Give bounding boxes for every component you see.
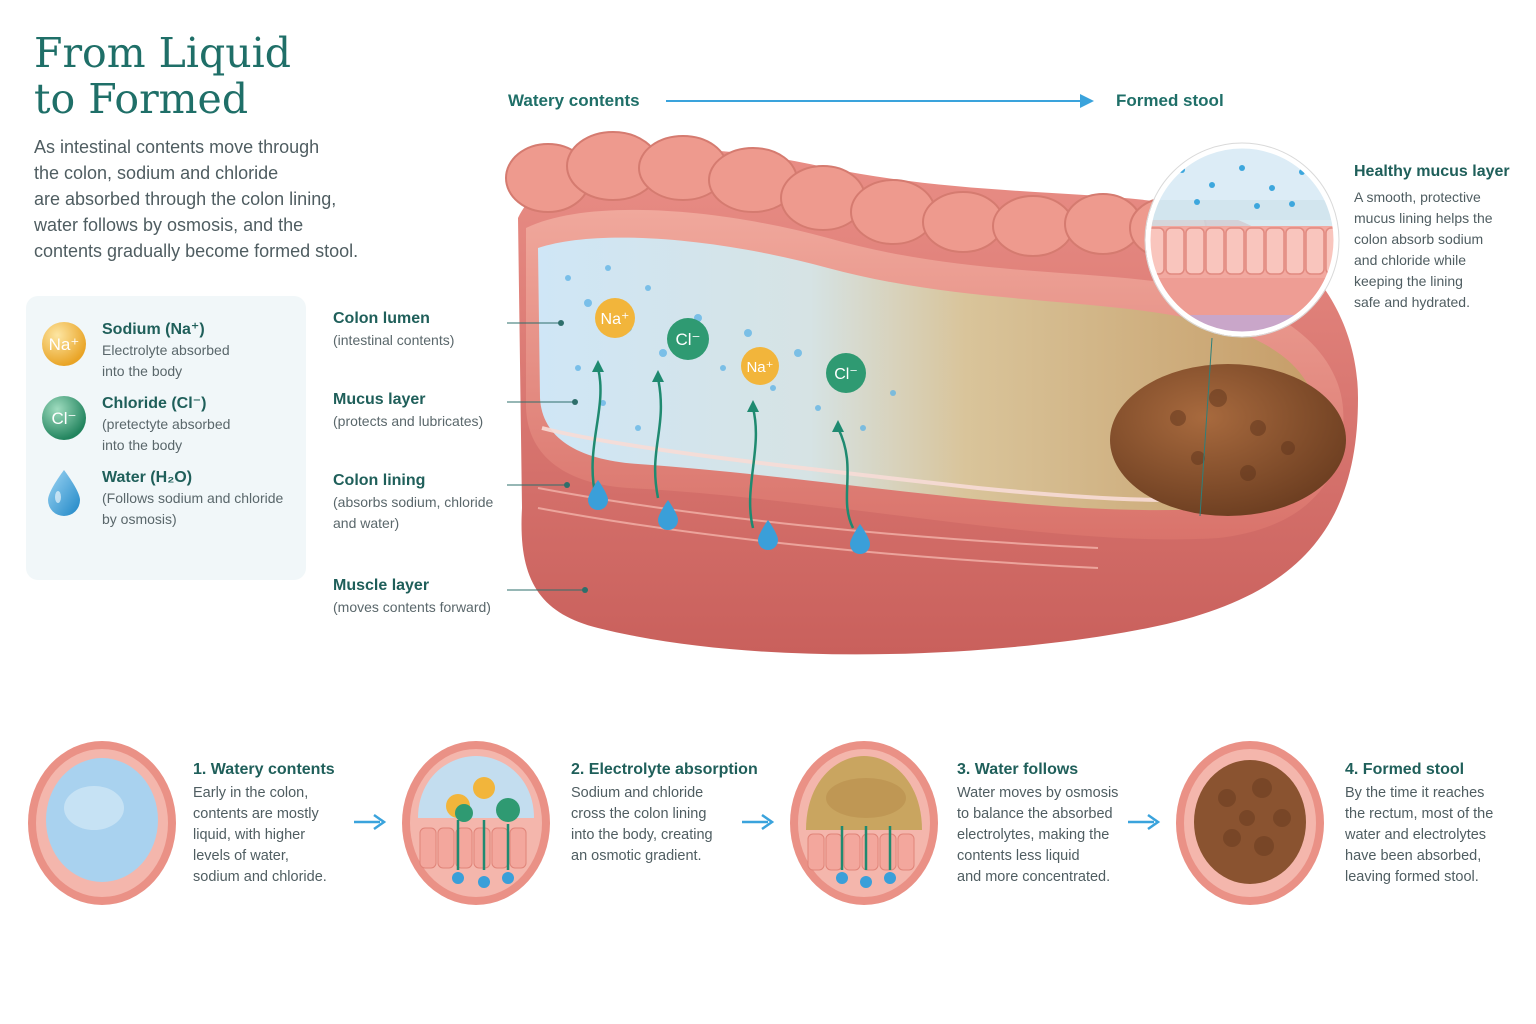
legend-desc: by osmosis) [102, 511, 177, 527]
inset-caption: Healthy mucus layer A smooth, protective… [1354, 163, 1524, 313]
intro-line: contents gradually become formed stool. [34, 241, 359, 261]
inset-pointer-line [1199, 337, 1213, 517]
legend-desc: (pretectyte absorbed [102, 416, 231, 432]
step-3-text: 3. Water follows Water moves by osmosis … [957, 761, 1127, 888]
mucus-layer-inset [1144, 142, 1340, 338]
step-desc: water and electrolytes [1345, 827, 1487, 843]
part-desc: and water) [333, 515, 400, 531]
step-desc: an osmotic gradient. [571, 848, 702, 864]
legend-desc: (Follows sodium and chloride [102, 490, 284, 506]
step-title: 1. Watery contents [193, 761, 335, 778]
step-desc: Sodium and chloride [571, 785, 704, 801]
step-desc: into the body, creating [571, 827, 713, 843]
chloride-symbol: Cl⁻ [51, 409, 76, 428]
absorption-arrows [591, 367, 855, 529]
title-line-1: From Liquid [34, 29, 291, 77]
step-title: 2. Electrolyte absorption [571, 761, 758, 778]
label-mucus-layer: Mucus layer (protects and lubricates) [333, 389, 513, 432]
step-desc: By the time it reaches [1345, 785, 1485, 801]
chloride-ion-label: Cl⁻ [675, 330, 700, 349]
sodium-symbol: Na⁺ [49, 335, 80, 354]
step-desc: levels of water, [193, 848, 289, 864]
intro-line: the colon, sodium and chloride [34, 163, 279, 183]
chloride-ion-1: Cl⁻ [667, 318, 709, 360]
sodium-ion-2: Na⁺ [741, 347, 779, 385]
part-desc: (protects and lubricates) [333, 413, 484, 429]
step-arrow-icon [742, 813, 775, 831]
sodium-ion-1: Na⁺ [595, 298, 635, 338]
step-title: 3. Water follows [957, 761, 1079, 778]
intro-paragraph: As intestinal contents move through the … [34, 134, 384, 264]
step-desc: Water moves by osmosis [957, 785, 1119, 801]
step-desc: electrolytes, making the [957, 827, 1110, 843]
part-name: Muscle layer [333, 577, 430, 594]
intro-line: As intestinal contents move through [34, 137, 320, 157]
step-desc: liquid, with higher [193, 827, 306, 843]
step-desc: contents less liquid [957, 848, 1080, 864]
part-name: Colon lining [333, 472, 426, 489]
label-colon-lining: Colon lining (absorbs sodium, chloride a… [333, 470, 513, 534]
legend-panel: Na⁺ Sodium (Na⁺) Electrolyte absorbed in… [26, 296, 306, 580]
inset-line: colon absorb sodium [1354, 231, 1484, 247]
step-title: 4. Formed stool [1345, 761, 1465, 778]
chloride-ion-label: Cl⁻ [834, 366, 858, 383]
part-desc: (intestinal contents) [333, 332, 455, 348]
label-colon-lumen: Colon lumen (intestinal contents) [333, 308, 513, 351]
step-desc: Early in the colon, [193, 785, 309, 801]
step-desc: sodium and chloride. [193, 869, 327, 885]
intro-line: water follows by osmosis, and the [34, 215, 304, 235]
step-desc: contents are mostly [193, 806, 319, 822]
legend-name: Sodium (Na⁺) [102, 321, 205, 338]
title-line-2: to Formed [34, 75, 249, 123]
step-desc: to balance the absorbed [957, 806, 1113, 822]
step-1-text: 1. Watery contents Early in the colon, c… [193, 761, 363, 888]
step-desc: cross the colon lining [571, 806, 707, 822]
label-leader-lines [507, 320, 588, 593]
sodium-ion-icon: Na⁺ [42, 322, 86, 366]
sodium-ion-label: Na⁺ [746, 359, 773, 376]
flow-arrow [666, 94, 1094, 108]
chloride-ion-icon: Cl⁻ [42, 396, 86, 440]
step-2-illustration [402, 741, 550, 905]
part-name: Colon lumen [333, 310, 430, 327]
legend-desc: into the body [102, 363, 183, 379]
legend-desc: into the body [102, 437, 183, 453]
step-desc: leaving formed stool. [1345, 869, 1479, 885]
intro-line: are absorbed through the colon lining, [34, 189, 337, 209]
flow-start-label: Watery contents [508, 91, 640, 110]
part-name: Mucus layer [333, 391, 426, 408]
chloride-ion-2: Cl⁻ [826, 353, 866, 393]
step-4-illustration [1176, 741, 1324, 905]
inset-line: keeping the lining [1354, 273, 1463, 289]
inset-title: Healthy mucus layer [1354, 163, 1510, 180]
legend-name: Water (H₂O) [102, 469, 193, 486]
inset-line: safe and hydrated. [1354, 294, 1470, 310]
inset-line: A smooth, protective [1354, 189, 1481, 205]
formed-stool [1110, 364, 1346, 516]
inset-line: and chloride while [1354, 252, 1467, 268]
step-desc: and more concentrated. [957, 869, 1111, 885]
legend-name: Chloride (Cl⁻) [102, 395, 207, 412]
inset-line: mucus lining helps the [1354, 210, 1493, 226]
colon-cross-section: Na⁺ Cl⁻ Na⁺ Cl⁻ [505, 131, 1358, 655]
legend-desc: Electrolyte absorbed [102, 342, 230, 358]
part-desc: (moves contents forward) [333, 599, 491, 615]
flow-end-label: Formed stool [1116, 91, 1224, 110]
absorbed-water-drops [588, 480, 870, 554]
step-1-illustration [28, 741, 176, 905]
page-title: From Liquid to Formed [34, 30, 454, 122]
label-muscle-layer: Muscle layer (moves contents forward) [333, 575, 513, 618]
step-arrow-icon [354, 813, 387, 831]
step-3-illustration [790, 741, 938, 905]
sodium-ion-label: Na⁺ [601, 311, 630, 328]
part-desc: (absorbs sodium, chloride [333, 494, 494, 510]
water-drop-icon [48, 470, 80, 516]
step-2-text: 2. Electrolyte absorption Sodium and chl… [571, 761, 758, 867]
step-desc: the rectum, most of the [1345, 806, 1494, 822]
step-arrow-icon [1128, 813, 1161, 831]
step-desc: have been absorbed, [1345, 848, 1482, 864]
step-4-text: 4. Formed stool By the time it reaches t… [1345, 761, 1515, 888]
